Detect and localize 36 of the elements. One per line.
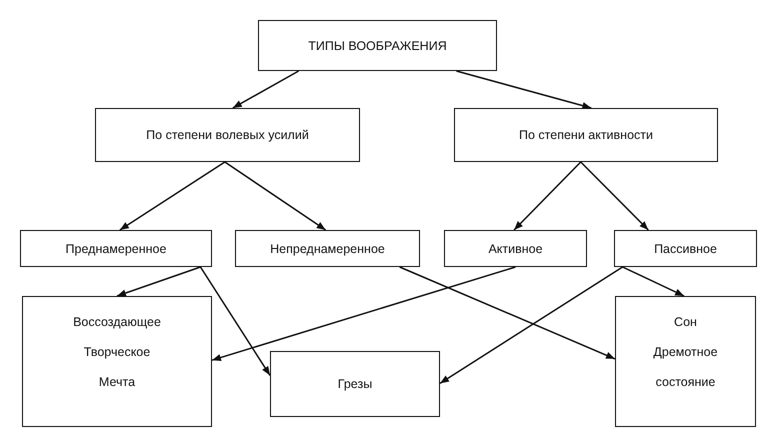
box-label: По степени волевых усилий: [146, 128, 309, 142]
arrow: [622, 266, 684, 297]
box-label: Непреднамеренное: [270, 242, 385, 256]
text-box: [235, 230, 420, 267]
box-label: Активное: [488, 242, 543, 256]
text-box: [270, 351, 440, 417]
box-label: состояние: [656, 374, 716, 391]
arrow: [580, 161, 649, 231]
text-box: [20, 230, 212, 267]
text-box: [258, 20, 497, 71]
text-box: [22, 296, 212, 427]
arrow: [212, 266, 516, 361]
box-label: ТИПЫ ВООБРАЖЕНИЯ: [308, 38, 447, 52]
box-label: Мечта: [98, 374, 136, 391]
box-label: Дремотное: [653, 344, 718, 361]
box-label: Грезы: [338, 377, 372, 391]
box-label: Пассивное: [654, 242, 717, 256]
arrow: [514, 161, 582, 231]
arrow: [232, 70, 299, 109]
box-label: Воссоздающее: [73, 314, 161, 331]
text-box: [454, 108, 718, 162]
arrow: [116, 266, 201, 297]
arrow: [399, 266, 616, 360]
arrow: [440, 266, 623, 384]
box-label: Творческое: [84, 344, 150, 361]
arrow: [224, 161, 326, 231]
arrow: [119, 161, 226, 231]
text-box: [615, 296, 756, 427]
text-box: [614, 230, 757, 267]
box-label: По степени активности: [519, 128, 653, 142]
box-label: Сон: [674, 314, 697, 331]
arrow: [456, 70, 592, 110]
box-label: Преднамеренное: [66, 242, 166, 256]
text-box: [444, 230, 587, 267]
text-box: [95, 108, 360, 162]
arrow: [200, 266, 271, 376]
